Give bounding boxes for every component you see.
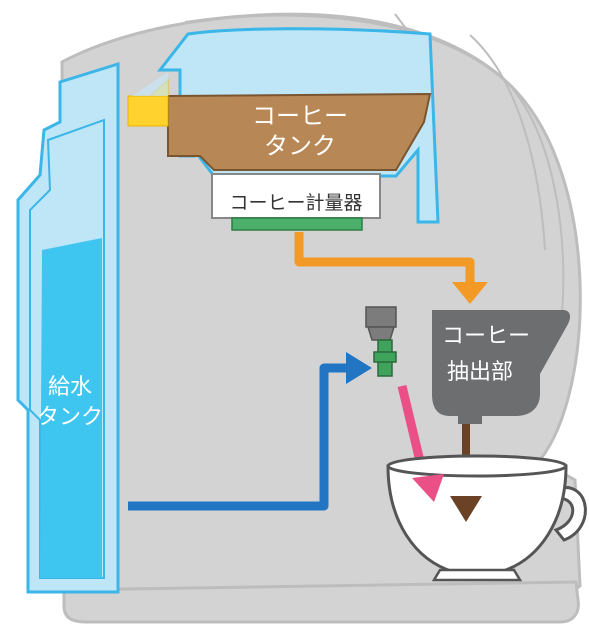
coffee-tank-beans <box>167 92 432 171</box>
orange-flow-arrowhead <box>452 282 488 304</box>
pink-flow-arrowhead-top <box>412 474 444 502</box>
feed-tab-shadow <box>132 72 168 96</box>
coffee-meter-label: コーヒー計量器 <box>229 192 362 214</box>
extraction-spout <box>458 416 482 424</box>
orange-flow-line <box>294 232 475 282</box>
feed-tab <box>127 95 169 127</box>
water-tank-label-line1: 給水 <box>48 375 92 400</box>
brown-flow-arrowhead-top <box>450 496 482 522</box>
body-ridge-line <box>469 34 546 251</box>
machine-base <box>62 580 580 624</box>
coffee-meter-base <box>231 217 363 231</box>
blue-flow-line <box>128 363 348 511</box>
coffee-tank-label-line2: タンク <box>264 132 336 160</box>
water-tank-label-line2: タンク <box>37 405 103 430</box>
extraction-unit <box>432 310 571 416</box>
extraction-unit-label-line2: 抽出部 <box>447 360 513 385</box>
extraction-unit-label-line1: コーヒー <box>442 324 530 349</box>
blue-flow-arrowhead <box>346 352 372 384</box>
water-tank-inner <box>29 118 105 579</box>
water-level <box>40 238 102 578</box>
body-ridge-line <box>184 12 565 331</box>
coffee-tank-label-line1: コーヒー <box>252 102 348 130</box>
water-nozzle <box>365 306 397 377</box>
